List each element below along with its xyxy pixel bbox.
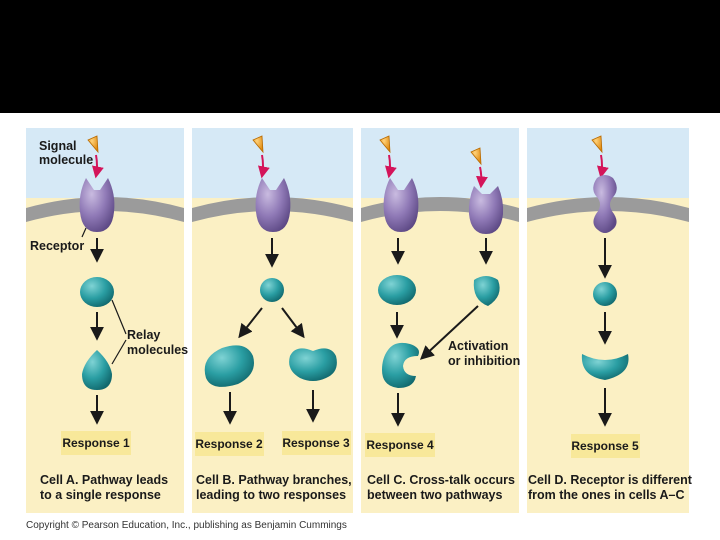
relay-pointer-line	[111, 339, 127, 365]
response-label: Response 1	[62, 436, 130, 450]
receptor-pointer-line	[81, 227, 87, 238]
cell-d-caption: from the ones in cells A–C	[528, 488, 685, 502]
top-black-band	[0, 0, 720, 113]
relay-molecule-icon	[382, 342, 419, 388]
arrow-icon	[419, 305, 479, 360]
response-label: Response 5	[571, 439, 639, 453]
receptor-icon	[593, 175, 617, 233]
relay-molecule-icon	[581, 354, 629, 380]
signal-arrow-icon	[384, 154, 397, 179]
relay-molecule-icon	[260, 278, 284, 302]
signal-arrow-icon	[257, 154, 270, 179]
arrow-icon	[238, 307, 263, 339]
receptor-icon	[383, 178, 419, 232]
activation-label: or inhibition	[448, 354, 520, 368]
response-box	[365, 433, 435, 457]
response-box	[61, 431, 131, 455]
relay-molecules-label: molecules	[127, 343, 188, 357]
response-label: Response 4	[366, 438, 434, 452]
response-box	[282, 431, 351, 455]
signal-molecule-label: Signal	[39, 139, 77, 153]
cell-b-caption: Cell B. Pathway branches,	[196, 473, 352, 487]
signal-arrow-icon	[596, 154, 609, 179]
cell-d-caption: Cell D. Receptor is different	[528, 473, 693, 487]
response-box	[195, 432, 264, 456]
signal-molecule-icon	[379, 135, 391, 154]
cell-b-caption: leading to two responses	[196, 488, 346, 502]
receptor-icon	[255, 178, 291, 232]
cell-b-pathway	[195, 135, 351, 456]
cell-c-caption: Cell C. Cross-talk occurs	[367, 473, 515, 487]
cell-a-caption: to a single response	[40, 488, 161, 502]
relay-molecule-icon	[473, 276, 500, 306]
relay-molecule-icon	[204, 345, 254, 387]
relay-molecule-icon	[80, 277, 114, 307]
response-label: Response 3	[282, 436, 350, 450]
receptor-label: Receptor	[30, 239, 84, 253]
cell-a-pathway	[61, 135, 131, 455]
signal-molecule-icon	[87, 135, 99, 154]
signal-molecule-icon	[591, 135, 603, 154]
relay-molecules-label: Relay	[127, 328, 160, 342]
response-label: Response 2	[195, 437, 263, 451]
copyright-notice: Copyright © Pearson Education, Inc., pub…	[26, 520, 347, 531]
cell-c-caption: between two pathways	[367, 488, 502, 502]
cell-c-pathway	[365, 135, 504, 457]
activation-label: Activation	[448, 339, 508, 353]
relay-molecule-icon	[378, 275, 416, 305]
arrow-icon	[281, 307, 305, 339]
receptor-icon	[79, 178, 115, 232]
cell-a-caption: Cell A. Pathway leads	[40, 473, 168, 487]
response-box	[571, 434, 640, 458]
relay-molecule-icon	[289, 348, 337, 381]
relay-molecule-icon	[593, 282, 617, 306]
cell-d-pathway	[571, 135, 640, 458]
signal-molecule-label: molecule	[39, 153, 93, 167]
receptor-icon	[468, 186, 504, 234]
signal-molecule-icon	[470, 147, 482, 166]
signal-arrow-icon	[475, 166, 488, 189]
signal-arrow-icon	[91, 154, 104, 179]
signal-molecule-icon	[252, 135, 264, 154]
relay-pointer-line	[111, 299, 127, 335]
relay-molecule-icon	[82, 350, 112, 390]
